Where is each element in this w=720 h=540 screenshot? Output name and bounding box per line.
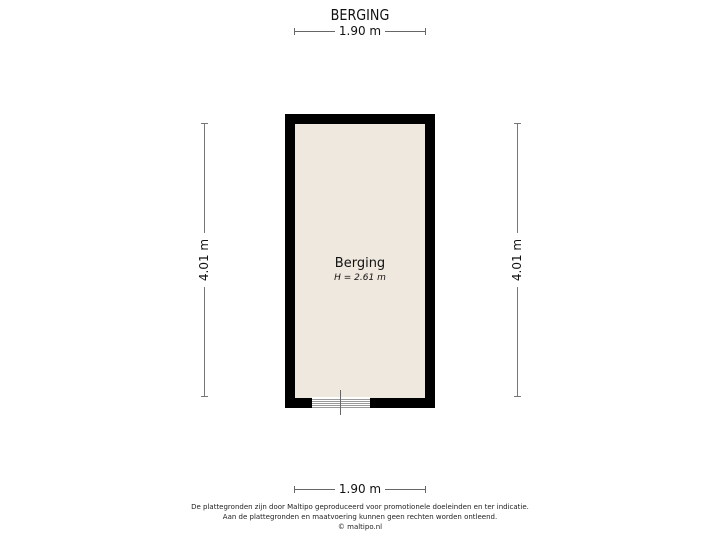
dimension-tick-right xyxy=(425,486,426,493)
door-threshold-line xyxy=(312,399,370,400)
bottom-width-dimension: 1.90 m xyxy=(294,482,426,496)
door-threshold-line xyxy=(312,401,370,402)
copyright-link[interactable]: © maltipo.nl xyxy=(337,523,383,531)
door-axis-line xyxy=(340,390,341,415)
room-floor xyxy=(295,124,425,398)
left-height-dimension: 4.01 m xyxy=(197,123,211,397)
dimension-tick-right xyxy=(425,28,426,35)
door-threshold-line xyxy=(312,403,370,404)
disclaimer: De plattegronden zijn door Maltipo gepro… xyxy=(0,502,720,532)
disclaimer-line-2: Aan de plattegronden en maatvoering kunn… xyxy=(222,513,498,521)
room-height-label: H = 2.61 m xyxy=(334,273,386,283)
bottom-width-label: 1.90 m xyxy=(334,482,386,496)
floor-title: BERGING xyxy=(330,6,390,24)
door-opening xyxy=(312,397,370,408)
top-width-dimension: 1.90 m xyxy=(294,24,426,38)
disclaimer-line-1: De plattegronden zijn door Maltipo gepro… xyxy=(191,503,529,511)
door-threshold-line xyxy=(312,407,370,408)
left-height-label: 4.01 m xyxy=(197,233,211,287)
room-berging[interactable] xyxy=(285,114,435,408)
dimension-tick-bottom xyxy=(514,396,521,397)
door-threshold-line xyxy=(312,405,370,406)
right-height-label: 4.01 m xyxy=(510,233,524,287)
dimension-tick-bottom xyxy=(201,396,208,397)
top-width-label: 1.90 m xyxy=(334,24,386,38)
room-name-label: Berging xyxy=(334,256,386,271)
right-height-dimension: 4.01 m xyxy=(510,123,524,397)
